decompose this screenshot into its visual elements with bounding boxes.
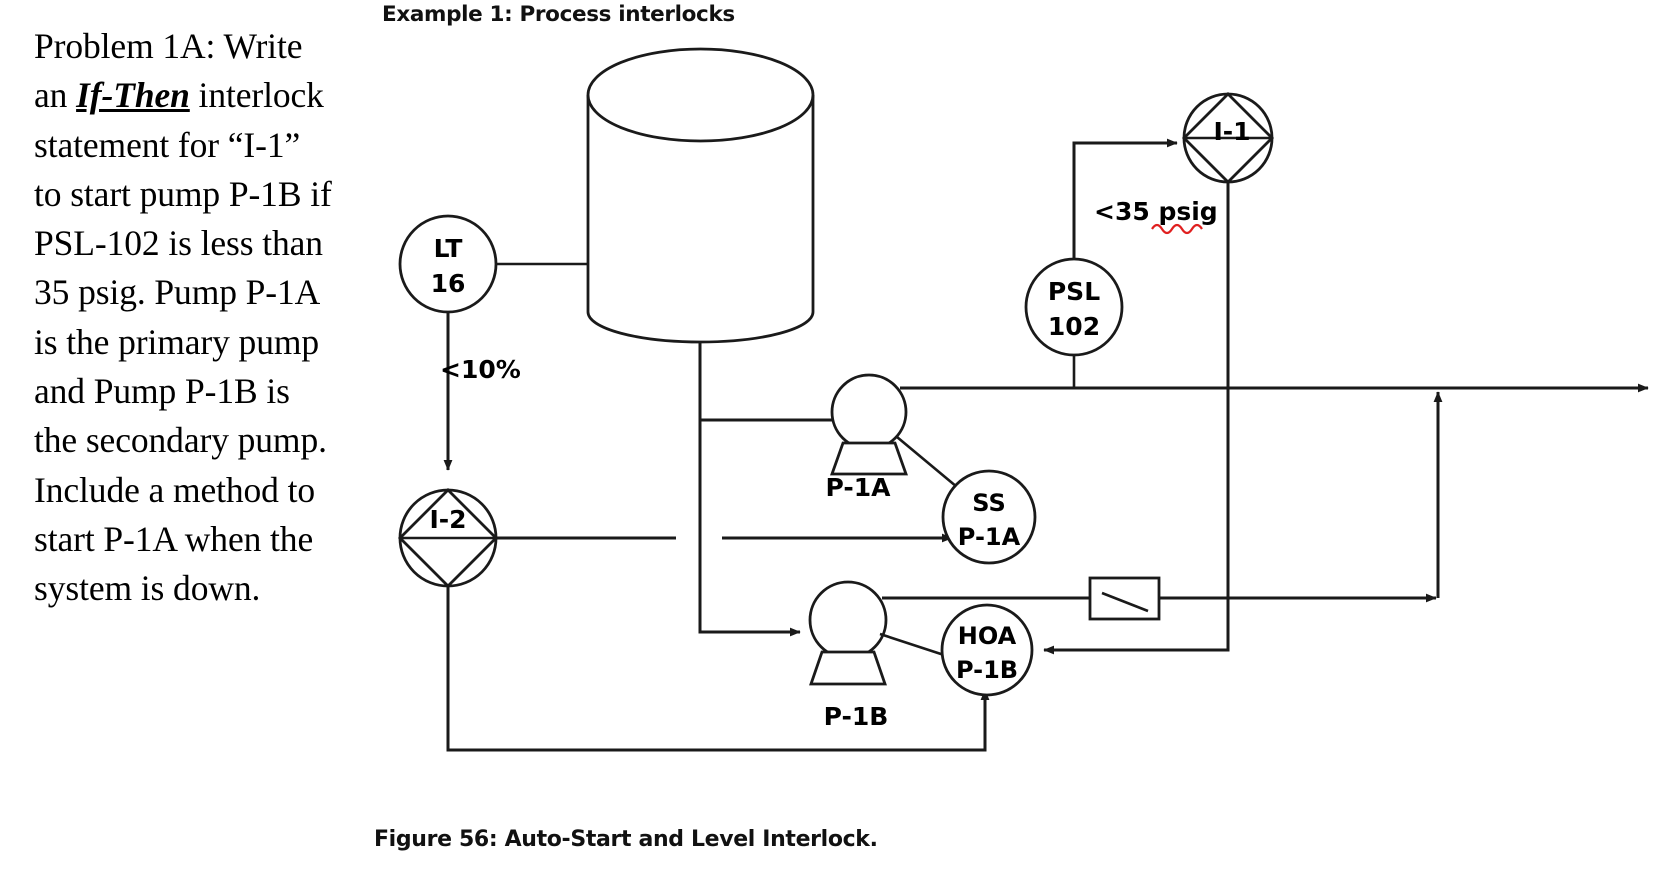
problem-body: interlock statement for “I-1” to start p… [34, 75, 332, 609]
instrument-bubble-psl-102[interactable]: PSL 102 [1024, 257, 1124, 357]
problem-statement: Problem 1A: Write an If-Then interlock s… [34, 22, 334, 614]
problem-line-2-pre: Write an [34, 26, 303, 116]
i1-to-hoa-p1b-line [1043, 178, 1230, 655]
interlock-symbol-i2[interactable]: I-2 [398, 488, 498, 588]
psl-tag-line-1: PSL [1048, 277, 1100, 306]
pump-p1b-label: P-1B [824, 702, 889, 731]
low-pressure-annotation: <35 psig [1094, 197, 1218, 226]
lt-tag-line-1: LT [434, 234, 463, 263]
suction-line-to-p1b [698, 420, 801, 637]
figure-caption: Figure 56: Auto-Start and Level Interloc… [374, 827, 878, 852]
spellcheck-squiggle-icon [1151, 223, 1203, 235]
interlock-symbol-i1[interactable]: I-1 [1182, 92, 1274, 184]
ss-p1a-line-1: SS [972, 489, 1006, 517]
lt-tag-line-2: 16 [431, 269, 466, 298]
hoa-p1b-line-2: P-1B [956, 656, 1018, 684]
ss-p1a-line-2: P-1A [958, 523, 1021, 551]
pump-p1a-label: P-1A [825, 473, 891, 502]
pump-p1b[interactable]: P-1B [808, 580, 889, 731]
problem-emphasis-if-then: If-Then [76, 75, 190, 116]
figure-title: Example 1: Process interlocks [382, 2, 735, 27]
p1b-to-hoa-link [879, 632, 945, 657]
i1-tag-label: I-1 [1213, 117, 1250, 146]
i2-to-hoa-p1b-line [446, 586, 990, 752]
problem-line-1: Problem 1A: [34, 26, 216, 66]
switch-element[interactable] [1088, 576, 1161, 621]
hoa-p1b-line-1: HOA [958, 622, 1017, 650]
instrument-bubble-lt-16[interactable]: LT 16 [398, 214, 498, 314]
i2-tag-label: I-2 [429, 505, 466, 534]
p1a-to-ss-link [896, 436, 958, 488]
low-level-annotation: <10% [440, 355, 521, 384]
pump-p1a[interactable]: P-1A [825, 373, 908, 502]
psl-to-i1-signal-line [1072, 138, 1178, 259]
tank-vessel [586, 47, 815, 344]
instrument-bubble-hoa-p1b[interactable]: HOA P-1B [940, 603, 1034, 697]
psl-tag-line-2: 102 [1048, 312, 1100, 341]
instrument-bubble-ss-p1a[interactable]: SS P-1A [941, 469, 1037, 565]
